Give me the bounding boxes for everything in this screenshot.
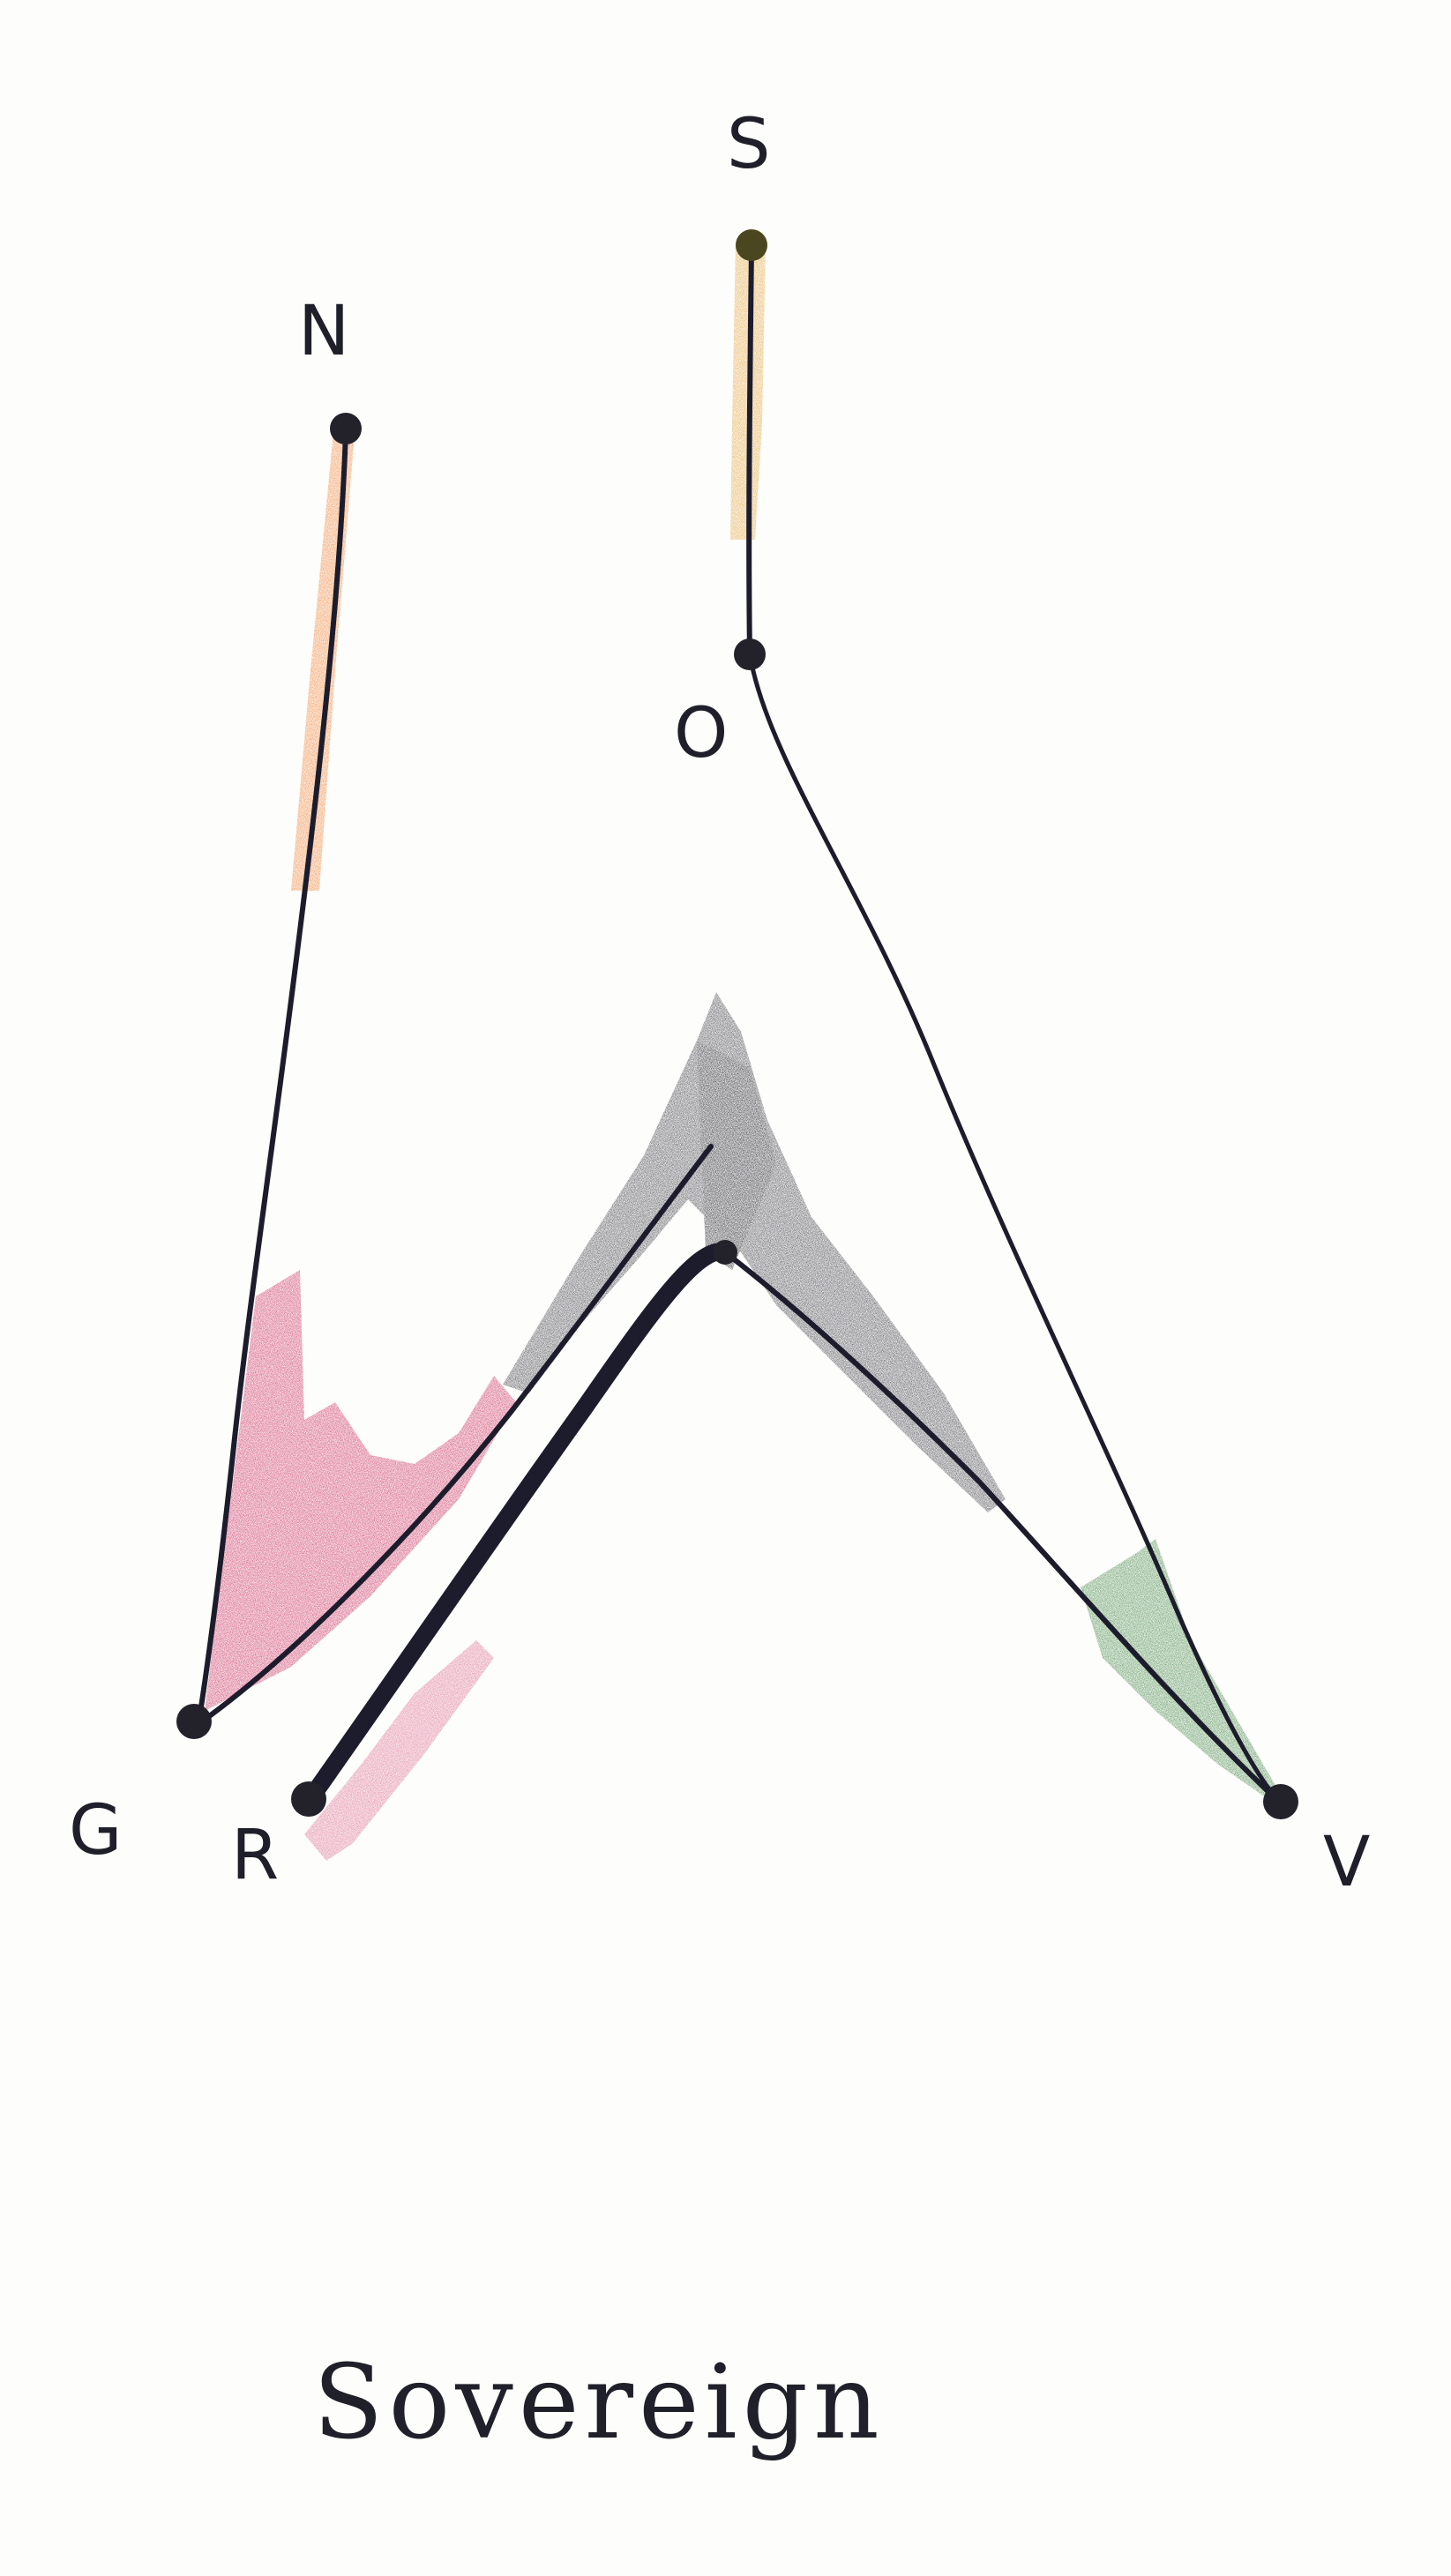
node-v-dot — [1263, 1784, 1298, 1819]
edge-g-apex — [196, 1144, 714, 1727]
edge-o-v — [747, 652, 1283, 1806]
node-r-dot — [291, 1781, 326, 1817]
crimson-shading — [205, 1270, 516, 1861]
node-n-dot — [330, 413, 362, 444]
node-labels: N S O G R V — [69, 105, 1370, 1902]
edge-s-o — [746, 244, 754, 657]
edges — [196, 244, 1283, 1812]
edge-apex-v — [722, 1250, 1283, 1806]
node-g-dot — [176, 1704, 212, 1739]
diagram-caption: Sovereign — [313, 2343, 885, 2462]
node-s-dot — [736, 229, 767, 261]
green-shading — [1081, 1539, 1283, 1803]
node-label-r: R — [231, 1816, 279, 1895]
node-label-v: V — [1323, 1823, 1370, 1902]
edge-r-apex — [298, 1243, 734, 1812]
node-label-g: G — [69, 1791, 122, 1870]
edge-n-g — [196, 428, 348, 1727]
apex-dot — [713, 1240, 737, 1265]
node-label-n: N — [298, 292, 349, 371]
node-o-dot — [734, 638, 766, 670]
nodes — [176, 229, 1298, 1819]
node-label-s: S — [727, 105, 771, 184]
node-label-o: O — [674, 694, 728, 773]
